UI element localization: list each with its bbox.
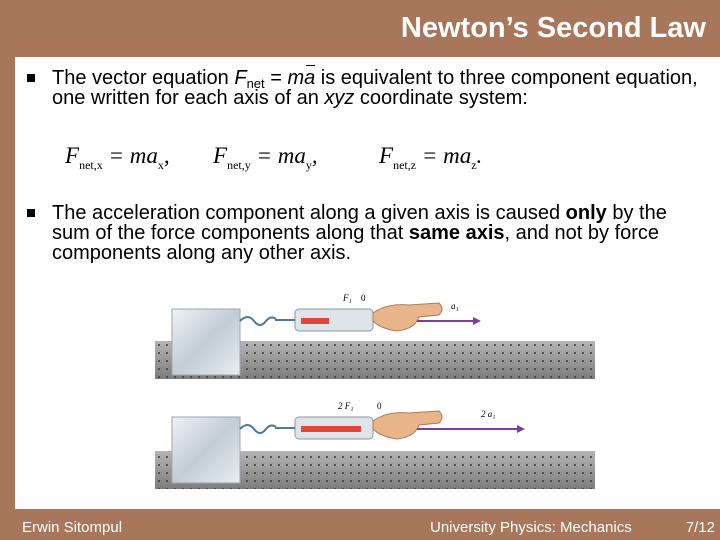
top-accel-label: a₁: [451, 301, 459, 311]
emphasis-same-axis: same axis: [408, 222, 505, 244]
equation-z: Fnet,z = maz.: [379, 143, 483, 172]
bottom-setup: 2 F₁ 0 2 a₁: [155, 401, 595, 489]
bullet-marker: [27, 74, 35, 82]
equation-y: Fnet,y = may,: [213, 143, 318, 172]
bullet-text: The vector equation Fnet = ma is equival…: [52, 65, 702, 109]
equation-x: Fnet,x = max,: [65, 143, 170, 172]
top-zero-label: 0: [361, 293, 366, 303]
glider-block: [171, 308, 241, 376]
xyz-label: xyz: [324, 87, 355, 109]
net-subscript: net: [246, 76, 265, 91]
footer-page-number: 7/12: [685, 519, 715, 536]
bullet-text-part: , and not by force components along any …: [52, 222, 660, 264]
spring-scale-indicator: [301, 318, 329, 324]
spring-hook: [239, 316, 277, 326]
glider-block: [171, 416, 241, 484]
bottom-force-label: 2 F₁: [338, 401, 353, 411]
force-symbol: F: [234, 67, 247, 89]
bottom-accel-label: 2 a₁: [481, 409, 495, 419]
component-equations: Fnet,x = max, Fnet,y = may, Fnet,z = maz…: [15, 143, 705, 172]
bullet-text-part: coordinate system:: [354, 87, 528, 109]
equals-sign: =: [264, 67, 288, 89]
content-area: The vector equation Fnet = ma is equival…: [15, 57, 720, 509]
bullet-marker: [27, 209, 35, 217]
accel-arrowhead: [517, 425, 525, 433]
mass-symbol: m: [287, 67, 305, 89]
bullet-text-part: The vector equation: [52, 67, 235, 89]
accel-arrowhead: [473, 317, 481, 325]
bottom-zero-label: 0: [377, 401, 382, 411]
hand: [372, 302, 443, 332]
spring-scale-indicator: [301, 426, 361, 432]
hand: [372, 410, 443, 440]
emphasis-only: only: [565, 202, 607, 224]
bullet-text-part: The acceleration component along a given…: [52, 202, 566, 224]
bullet-text: The acceleration component along a given…: [52, 203, 702, 263]
footer-author: Erwin Sitompul: [22, 519, 123, 536]
air-track-figure: F₁ 0 a₁ 2 F₁ 0 2 a₁: [155, 293, 595, 489]
acceleration-vector: a: [304, 65, 316, 89]
top-setup: F₁ 0 a₁: [155, 293, 595, 379]
top-force-label: F₁: [342, 293, 352, 303]
bullet-text-part: is equivalent to three component equatio…: [52, 67, 698, 109]
bullet-text-part: by the sum of the force components along…: [52, 202, 667, 244]
footer-course: University Physics: Mechanics: [430, 519, 632, 536]
slide-title: Newton’s Second Law: [400, 12, 706, 44]
spring-hook: [239, 424, 277, 434]
